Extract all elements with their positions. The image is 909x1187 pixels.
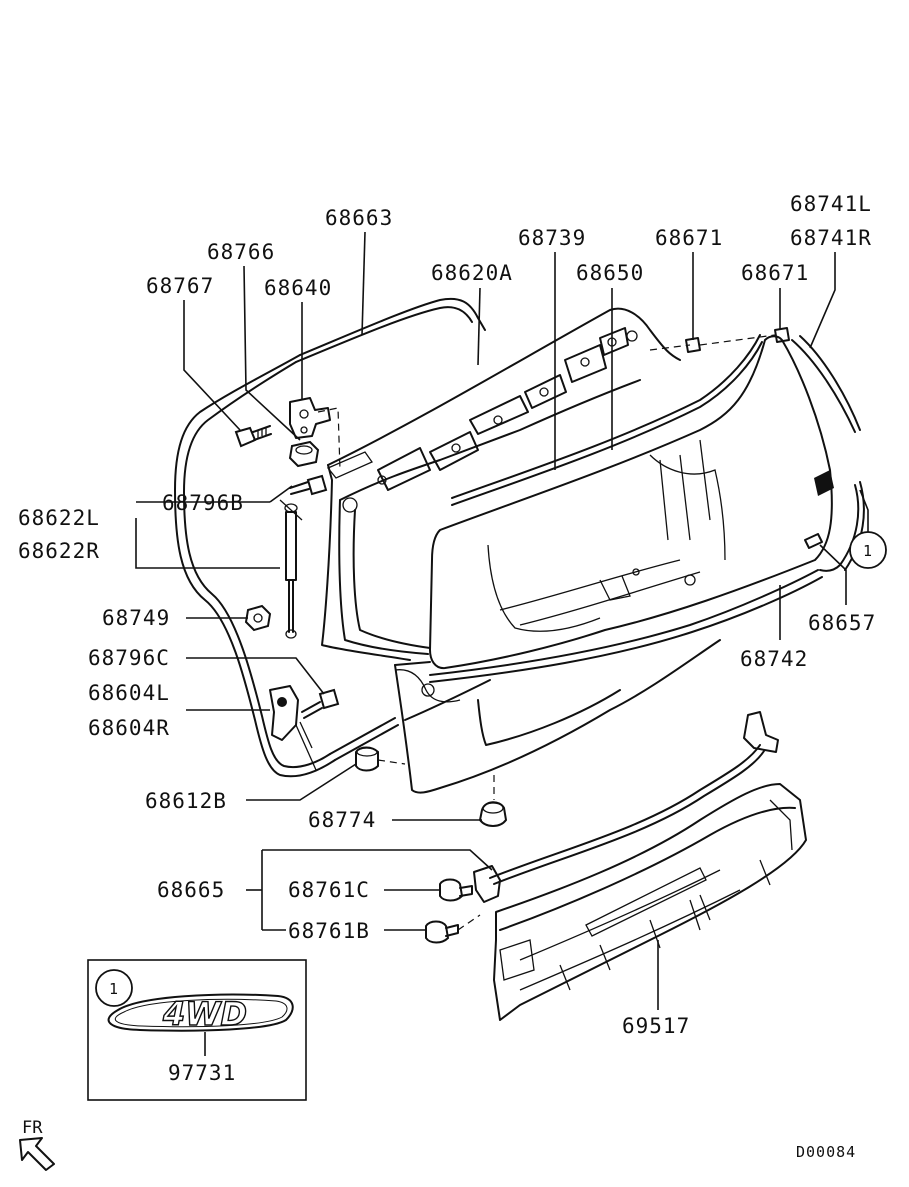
label-68640: 68640	[264, 276, 332, 300]
label-68741R: 68741R	[790, 226, 872, 250]
label-68604L: 68604L	[88, 681, 170, 705]
nut-68766	[288, 440, 320, 468]
back-glass-68650	[429, 335, 833, 670]
emblem-inset-box: 1 4WD 97731	[87, 959, 307, 1101]
label-68742: 68742	[740, 647, 808, 671]
clip-68657	[804, 470, 834, 549]
upper-molding-68739	[451, 334, 763, 506]
label-68612B: 68612B	[145, 789, 227, 813]
trim-panel-69517	[493, 783, 807, 1021]
leader-lines	[135, 231, 869, 1010]
diagram-code: D00084	[796, 1143, 856, 1161]
side-molding-68741	[791, 335, 865, 572]
hinge-68640	[289, 397, 341, 471]
label-68663: 68663	[325, 206, 393, 230]
bolt-68796B	[289, 474, 328, 496]
grommet-68774	[478, 775, 508, 827]
label-68774: 68774	[308, 808, 376, 832]
lower-molding-68742	[429, 569, 823, 683]
label-68622L: 68622L	[18, 506, 100, 530]
emblem-4wd-text: 4WD	[162, 995, 247, 1033]
label-68671-top: 68671	[655, 226, 723, 250]
label-68671-right: 68671	[741, 261, 809, 285]
label-68657: 68657	[808, 611, 876, 635]
label-68650: 68650	[576, 261, 644, 285]
clip-68761B	[425, 914, 481, 944]
front-direction-indicator: FR	[19, 1118, 55, 1171]
label-68766: 68766	[207, 240, 275, 264]
label-97731: 97731	[168, 1061, 236, 1085]
fr-arrow-icon	[19, 1137, 55, 1171]
latch-68604	[269, 685, 317, 771]
callout-number-inset: 1	[109, 980, 119, 998]
clip-68761C	[439, 878, 473, 902]
label-68665: 68665	[157, 878, 225, 902]
label-68796B: 68796B	[162, 491, 244, 515]
label-68796C: 68796C	[88, 646, 170, 670]
bumper-68612B	[355, 746, 406, 772]
callout-1-diagram: 1	[849, 531, 887, 569]
bolt-68767	[234, 425, 272, 448]
callout-number: 1	[863, 542, 873, 560]
label-68761B: 68761B	[288, 919, 370, 943]
label-68739: 68739	[518, 226, 586, 250]
label-68767: 68767	[146, 274, 214, 298]
nut-68749	[244, 604, 272, 632]
label-68749: 68749	[102, 606, 170, 630]
label-68620A: 68620A	[431, 261, 513, 285]
inner-door-panel-68620A	[321, 307, 721, 794]
bolt-68796C	[301, 688, 340, 719]
part-labels: 68663 68766 68767 68640 68620A 68739 686…	[18, 192, 876, 1038]
weatherstrip-68663	[174, 297, 486, 778]
gas-stay-68622	[279, 499, 303, 639]
label-68741L: 68741L	[790, 192, 872, 216]
label-68622R: 68622R	[18, 539, 100, 563]
clip-68671	[649, 327, 790, 353]
harness-68665	[473, 711, 779, 903]
fr-label: FR	[22, 1118, 43, 1138]
label-69517: 69517	[622, 1014, 690, 1038]
label-68761C: 68761C	[288, 878, 370, 902]
label-68604R: 68604R	[88, 716, 170, 740]
